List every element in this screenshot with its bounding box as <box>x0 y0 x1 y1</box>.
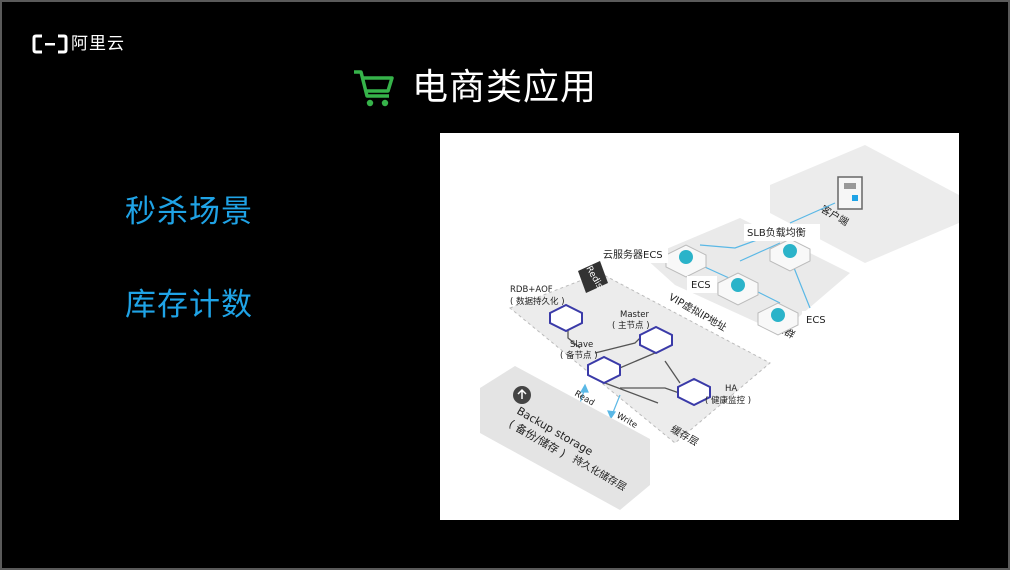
rdb-aof-sub-label: ( 数据持久化 ) <box>510 296 565 307</box>
master-sub-label: ( 主节点 ) <box>612 320 650 331</box>
slb-node <box>769 238 811 272</box>
brand-name: 阿里云 <box>71 34 125 54</box>
ecs-a-label: ECS <box>691 280 711 291</box>
ecs-cluster-platform <box>645 218 850 333</box>
architecture-diagram: 客户端 ECS集群 VIP虚拟IP地址 SLB负载均衡 云服务器ECS ECS … <box>440 133 959 520</box>
page-title: 电商类应用 <box>412 67 598 108</box>
bullet-inventory-count: 库存计数 <box>125 287 253 323</box>
cloud-server-ecs-node <box>665 244 707 278</box>
read-write-arrows <box>579 383 621 420</box>
ecs-node-a <box>717 272 759 306</box>
ecs-node-b <box>757 302 799 336</box>
rdb-aof-label: RDB+AOF <box>510 285 553 295</box>
bullet-flash-sale: 秒杀场景 <box>125 194 253 230</box>
client-icon <box>837 176 863 210</box>
master-label: Master <box>620 310 650 320</box>
cloud-server-ecs-label: 云服务器ECS <box>603 248 663 261</box>
rdb-aof-node <box>549 303 583 333</box>
aliyun-logo: 阿里云 <box>32 33 125 55</box>
ha-node <box>677 377 711 407</box>
redis-tab <box>578 261 608 293</box>
ha-label: HA <box>725 384 737 394</box>
master-node <box>639 325 673 355</box>
slave-node <box>587 355 621 385</box>
slide-title-row: 电商类应用 <box>352 66 597 110</box>
aliyun-logo-icon <box>32 34 68 54</box>
slb-label: SLB负载均衡 <box>747 226 806 239</box>
slave-label: Slave <box>570 340 593 350</box>
slave-sub-label: ( 备节点 ) <box>560 350 598 361</box>
ecs-b-label: ECS <box>806 315 826 326</box>
shopping-cart-icon <box>354 70 394 107</box>
ha-sub-label: ( 健康监控 ) <box>705 395 751 406</box>
